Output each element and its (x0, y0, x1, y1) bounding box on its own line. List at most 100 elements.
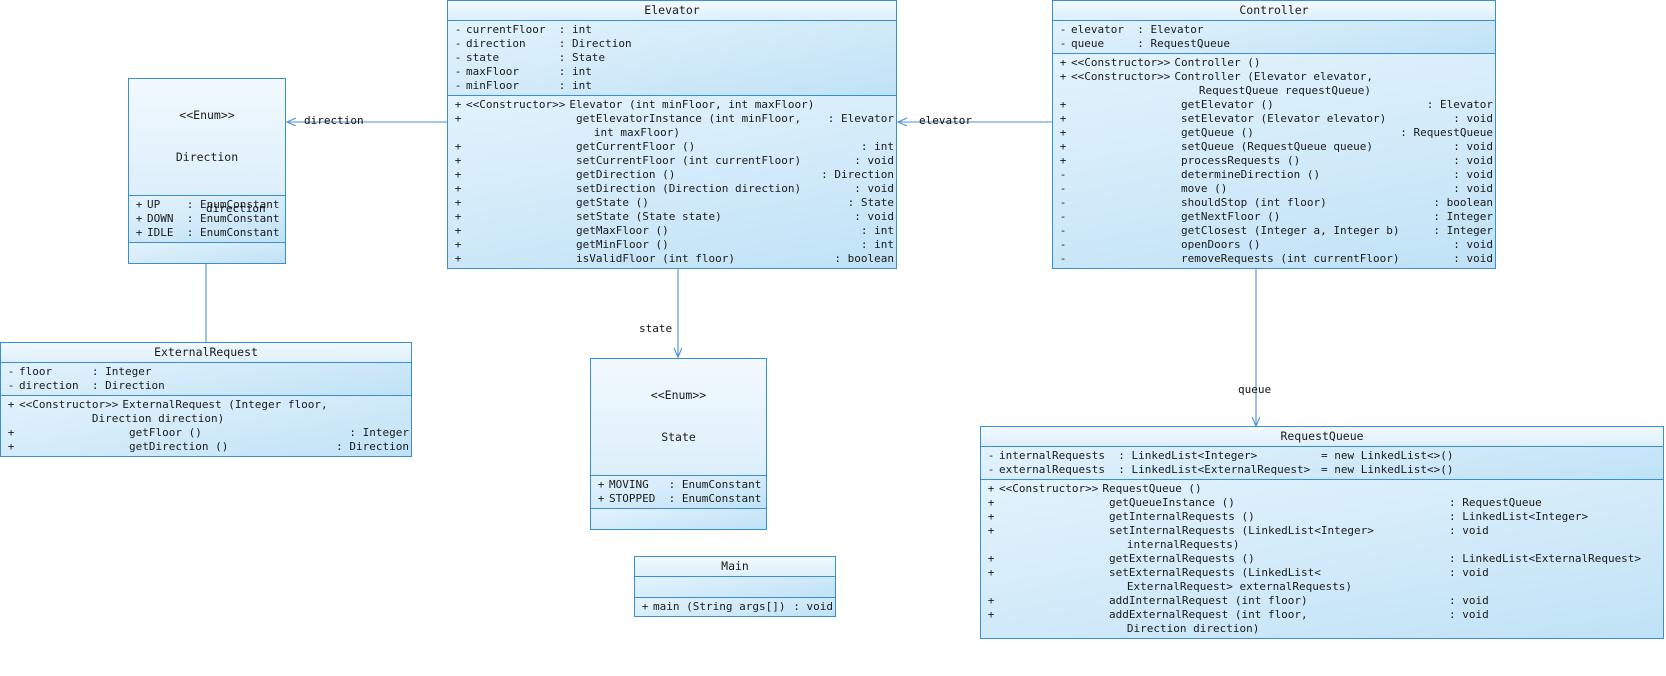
method-signature: getCurrentFloor () (576, 140, 696, 153)
method-row: - getClosest (Integer a, Integer b) : In… (1053, 224, 1495, 238)
method-return: : Integer (1433, 224, 1493, 237)
method-signature: addInternalRequest (int floor) (1109, 594, 1308, 607)
visibility: + (7, 426, 15, 439)
method-row: + getQueueInstance () : RequestQueue (981, 496, 1663, 510)
edge-label-elevator: elevator (919, 114, 972, 127)
method-signature: openDoors () (1181, 238, 1261, 251)
attribute-row: - elevator : Elevator (1053, 23, 1495, 37)
method-return: : int (860, 224, 894, 237)
method-signature: getExternalRequests () (1109, 552, 1255, 565)
attribute-signature: direction : Direction (466, 37, 632, 50)
attribute-signature: UP : EnumConstant (147, 198, 280, 211)
visibility: + (454, 238, 462, 251)
method-row: + getMinFloor () : int (448, 238, 896, 252)
visibility: - (454, 23, 462, 36)
attribute-signature: state : State (466, 51, 606, 64)
class-name-direction: Direction (175, 150, 239, 164)
method-stereotype: <<Constructor>> (1071, 56, 1171, 69)
attribute-signature: externalRequests : LinkedList<ExternalRe… (999, 463, 1311, 476)
visibility: - (7, 365, 15, 378)
method-signature: removeRequests (int currentFloor) (1181, 252, 1400, 265)
method-signature: getNextFloor () (1181, 210, 1281, 223)
attribute-signature: MOVING : EnumConstant (609, 478, 762, 491)
method-row: - openDoors () : void (1053, 238, 1495, 252)
method-signature: getQueue () (1181, 126, 1254, 139)
method-row: + getExternalRequests () : LinkedList<Ex… (981, 552, 1663, 566)
visibility: + (135, 212, 143, 225)
method-signature: getClosest (Integer a, Integer b) (1181, 224, 1400, 237)
visibility: - (1059, 23, 1067, 36)
method-signature: setInternalRequests (LinkedList<Integer> (1109, 524, 1374, 537)
method-row: + setDirection (Direction direction) : v… (448, 182, 896, 196)
method-return: : void (1453, 252, 1493, 265)
visibility: + (454, 182, 462, 195)
method-signature: getQueueInstance () (1109, 496, 1235, 509)
visibility: - (1059, 182, 1067, 195)
method-continuation: internalRequests) (1107, 538, 1240, 551)
method-signature: getMinFloor () (576, 238, 669, 251)
class-box-elevator[interactable]: Elevator - currentFloor : int - directio… (447, 0, 897, 269)
attributes-elevator: - currentFloor : int - direction : Direc… (448, 21, 896, 96)
visibility: - (454, 79, 462, 92)
method-return: : Direction (821, 168, 894, 181)
method-row: + <<Constructor>> RequestQueue () (981, 482, 1663, 496)
method-signature: ExternalRequest (Integer floor, (122, 398, 328, 411)
visibility: - (454, 51, 462, 64)
attribute-signature: minFloor : int (466, 79, 592, 92)
method-signature: processRequests () (1181, 154, 1301, 167)
visibility: - (1059, 252, 1067, 265)
class-box-direction[interactable]: <<Enum>> Direction + UP : EnumConstant +… (128, 78, 286, 264)
visibility: + (987, 566, 995, 579)
attribute-row: - state : State (448, 51, 896, 65)
method-row: + getMaxFloor () : int (448, 224, 896, 238)
attributes-main (635, 577, 835, 598)
method-return: : void (1449, 594, 1489, 607)
edge-label-state: state (639, 322, 673, 335)
visibility: + (987, 482, 995, 495)
attribute-row: + IDLE : EnumConstant (129, 226, 285, 240)
attribute-initializer: = new LinkedList<>() (1321, 449, 1454, 462)
method-signature: setState (State state) (576, 210, 722, 223)
visibility: + (7, 398, 15, 411)
method-row: + setInternalRequests (LinkedList<Intege… (981, 524, 1663, 538)
attribute-row: - direction : Direction (1, 379, 411, 393)
attribute-signature: queue : RequestQueue (1071, 37, 1230, 50)
attribute-row: + DOWN : EnumConstant (129, 212, 285, 226)
attribute-signature: IDLE : EnumConstant (147, 226, 280, 239)
attribute-initializer: = new LinkedList<>() (1321, 463, 1454, 476)
method-row: - shouldStop (int floor) : boolean (1053, 196, 1495, 210)
methods-state (591, 509, 766, 529)
attribute-row: - floor : Integer (1, 365, 411, 379)
visibility: + (454, 252, 462, 265)
class-box-main[interactable]: Main + main (String args[]) : void (634, 556, 836, 617)
visibility: + (135, 198, 143, 211)
visibility: + (135, 226, 143, 239)
method-continuation: Direction direction) (19, 412, 225, 425)
method-return: : RequestQueue (1400, 126, 1493, 139)
attributes-controller: - elevator : Elevator - queue : RequestQ… (1053, 21, 1495, 54)
method-row: + processRequests () : void (1053, 154, 1495, 168)
method-row: + getFloor () : Integer (1, 426, 411, 440)
method-row: + <<Constructor>> Controller () (1053, 56, 1495, 70)
method-return: : void (1453, 154, 1493, 167)
class-box-controller[interactable]: Controller - elevator : Elevator - queue… (1052, 0, 1496, 269)
class-box-state[interactable]: <<Enum>> State + MOVING : EnumConstant +… (590, 358, 767, 530)
attribute-row: - minFloor : int (448, 79, 896, 93)
method-row: + main (String args[]) : void (635, 600, 835, 614)
method-row: + getDirection () : Direction (1, 440, 411, 454)
method-return: : void (1453, 182, 1493, 195)
visibility: + (454, 224, 462, 237)
visibility: + (454, 168, 462, 181)
method-row: + getDirection () : Direction (448, 168, 896, 182)
class-box-external-request[interactable]: ExternalRequest - floor : Integer - dire… (0, 342, 412, 457)
edge-label-direction-external-request: direction (206, 202, 266, 215)
method-row: + <<Constructor>> Elevator (int minFloor… (448, 98, 896, 112)
visibility: + (454, 210, 462, 223)
visibility: - (7, 379, 15, 392)
visibility: + (454, 196, 462, 209)
visibility: - (1059, 168, 1067, 181)
class-stereotype-state: <<Enum>> (650, 388, 707, 402)
attribute-signature: direction : Direction (19, 379, 165, 392)
class-box-request-queue[interactable]: RequestQueue - internalRequests : Linked… (980, 426, 1664, 639)
method-continuation: int maxFloor) (574, 126, 680, 139)
